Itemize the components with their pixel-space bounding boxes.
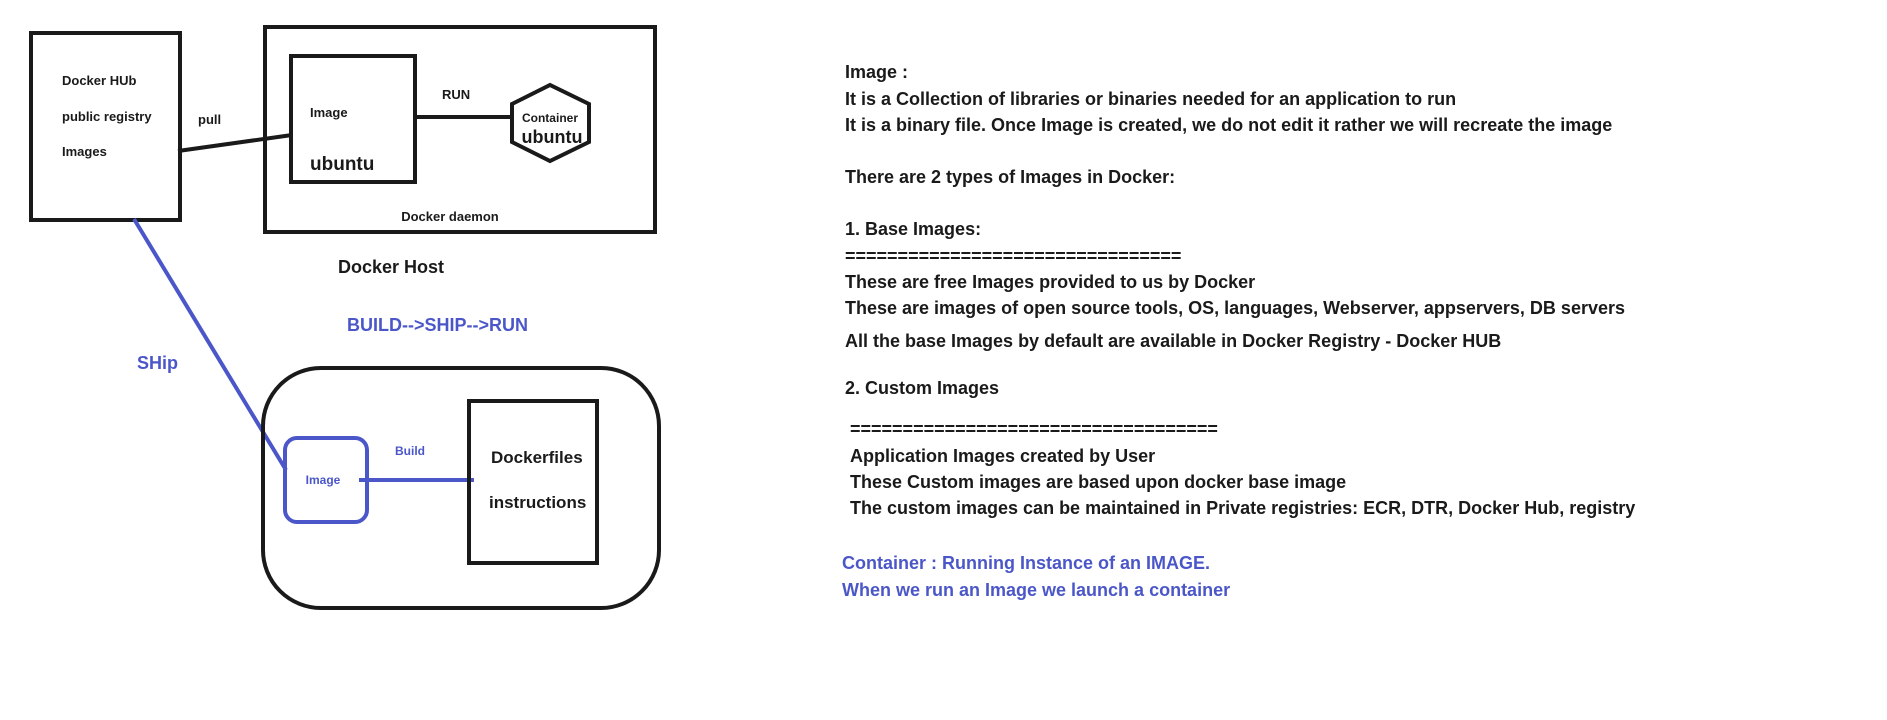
ship-connector [132, 217, 288, 472]
run-label: RUN [442, 87, 470, 102]
docker-hub-title: Docker HUb [62, 73, 136, 88]
instructions-label: instructions [489, 493, 586, 512]
hub-images-label: Images [62, 144, 107, 159]
container-name: ubuntu [522, 127, 583, 147]
docker-host-label: Docker Host [338, 257, 444, 277]
host-image-name: ubuntu [310, 154, 374, 175]
build-ship-run-label: BUILD-->SHIP-->RUN [347, 315, 528, 335]
container-label: Container [522, 111, 578, 125]
build-environment-box [261, 366, 661, 610]
dockerfile-box [467, 399, 599, 565]
pull-connector [177, 133, 293, 153]
public-registry-label: public registry [62, 109, 152, 124]
ship-label: SHip [137, 353, 178, 373]
host-image-label: Image [310, 105, 348, 120]
pull-label: pull [198, 112, 221, 127]
container-hexagon [510, 82, 591, 164]
built-image-label: Image [306, 473, 341, 487]
docker-daemon-label: Docker daemon [401, 209, 499, 224]
build-label: Build [395, 444, 425, 458]
docker-hub-box [29, 31, 182, 222]
docker-host-box [263, 25, 657, 234]
dockerfiles-label: Dockerfiles [491, 448, 583, 467]
